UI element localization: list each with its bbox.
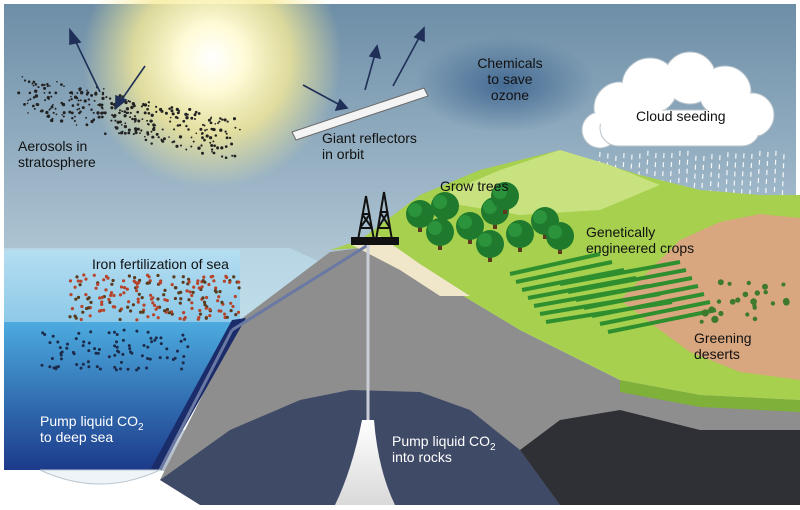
beach <box>350 236 470 296</box>
label-aerosols: Aerosols in stratosphere <box>18 138 96 170</box>
desert <box>620 214 800 380</box>
iron-particles <box>40 273 241 372</box>
deep-sea-pool <box>39 469 161 485</box>
cloud <box>581 51 775 149</box>
pipe-to-deep-sea <box>158 243 369 471</box>
aerosol-arrows <box>69 27 146 110</box>
co2-plume <box>335 420 395 505</box>
label-pump-deep-sea: Pump liquid CO2 to deep sea <box>40 413 144 445</box>
sun <box>82 0 342 188</box>
label-greening-deserts: Greening deserts <box>694 330 752 362</box>
label-grow-trees: Grow trees <box>440 178 509 194</box>
desert-plants <box>699 279 790 324</box>
dark-rock-layer <box>520 410 800 505</box>
label-iron-fertilization: Iron fertilization of sea <box>92 256 229 272</box>
trees <box>406 182 574 262</box>
label-gm-crops: Genetically engineered crops <box>586 224 695 256</box>
label-cloud-seeding: Cloud seeding <box>636 108 726 124</box>
aerosol-particles <box>17 75 241 160</box>
hills <box>430 150 660 215</box>
sea-surface <box>4 248 320 322</box>
label-pump-rocks: Pump liquid CO2 into rocks <box>392 433 496 465</box>
crop-rows <box>509 252 717 334</box>
drilling-rigs <box>351 191 399 245</box>
ozone-cloud <box>415 37 595 133</box>
label-chemicals: Chemicals to save ozone <box>477 55 543 103</box>
giant-reflector <box>291 87 429 141</box>
label-reflectors: Giant reflectors in orbit <box>322 130 417 162</box>
land-edge <box>620 380 800 412</box>
reflector-arrows <box>302 26 425 112</box>
